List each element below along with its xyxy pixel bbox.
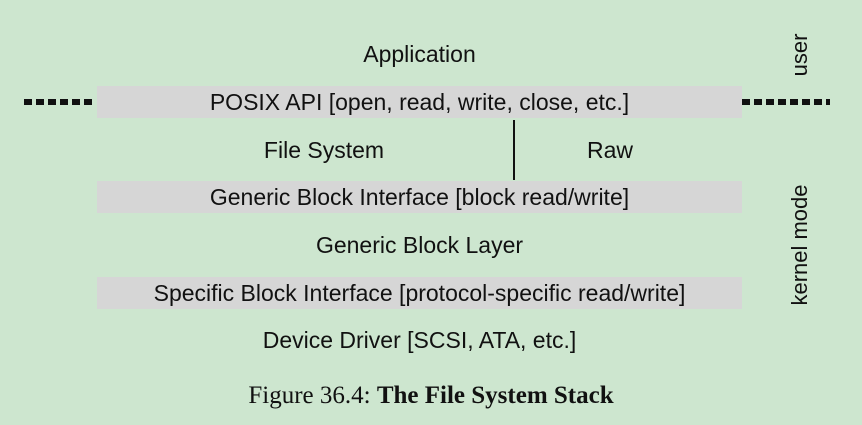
user-side-label: user	[787, 33, 812, 77]
generic-block-interface-band	[97, 181, 742, 213]
user-kernel-boundary-left	[24, 99, 96, 105]
user-kernel-boundary-right	[742, 99, 830, 105]
kernel-mode-side-label: kernel mode	[787, 184, 812, 306]
device-driver-label: Device Driver [SCSI, ATA, etc.]	[262, 327, 577, 353]
fs-raw-divider	[513, 120, 515, 180]
figure-caption: Figure 36.4: The File System Stack	[0, 382, 862, 410]
generic-block-interface-label: Generic Block Interface [block read/writ…	[209, 184, 630, 210]
file-system-label: File System	[263, 137, 385, 163]
specific-block-interface-band	[97, 277, 742, 309]
raw-label: Raw	[586, 137, 633, 163]
caption-prefix: Figure 36.4:	[248, 382, 377, 409]
caption-title: The File System Stack	[376, 382, 614, 409]
specific-block-interface-label: Specific Block Interface [protocol-speci…	[153, 280, 686, 306]
generic-block-layer-label: Generic Block Layer	[315, 232, 524, 258]
application-label: Application	[363, 41, 476, 67]
posix-api-label: POSIX API [open, read, write, close, etc…	[209, 89, 630, 115]
posix-api-band	[97, 86, 742, 118]
